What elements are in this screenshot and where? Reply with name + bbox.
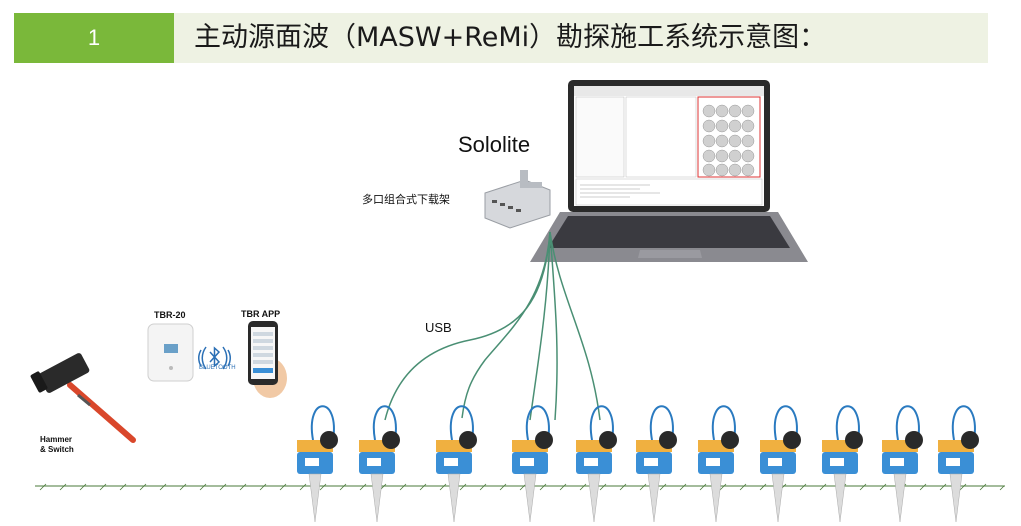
tbr20-device-illustration <box>147 323 194 382</box>
sensor-node <box>359 405 400 523</box>
ground-line <box>35 483 1005 491</box>
software-label: Sololite <box>458 132 531 157</box>
diagram-title: 主动源面波（MASW+ReMi）勘探施工系统示意图： <box>194 22 827 53</box>
download-rack-label: 多口组合式下载架 <box>362 193 450 206</box>
title-bar: 主动源面波（MASW+ReMi）勘探施工系统示意图： <box>174 13 988 63</box>
sensor-node <box>436 405 477 523</box>
phone-app-illustration <box>248 321 287 398</box>
sensor-node <box>822 405 863 523</box>
bluetooth-label: BLUETOOTH <box>199 365 236 371</box>
section-number: 1 <box>14 13 174 63</box>
hammer-switch-label: Hammer & Switch <box>40 435 74 455</box>
sensor-node <box>297 405 338 523</box>
sensor-node <box>760 405 801 523</box>
sensor-node <box>938 405 979 523</box>
usb-label: USB <box>425 320 452 335</box>
download-rack-illustration <box>484 170 551 229</box>
sensor-node <box>882 405 923 523</box>
tbr20-label: TBR-20 <box>154 310 186 320</box>
hammer-label-line1: Hammer <box>40 435 73 444</box>
hammer-label-line2: & Switch <box>40 445 74 454</box>
tbr-app-label: TBR APP <box>241 309 281 319</box>
hammer-icon <box>30 353 136 443</box>
usb-cables <box>384 231 601 421</box>
sensor-node <box>636 405 677 523</box>
sensor-node <box>698 405 739 523</box>
bluetooth-icon <box>198 346 231 370</box>
laptop-illustration <box>530 80 808 262</box>
sensor-node <box>512 405 553 523</box>
sensor-grid-icon <box>702 104 755 177</box>
sensor-node <box>576 405 617 523</box>
geophone-sensors <box>297 405 979 523</box>
